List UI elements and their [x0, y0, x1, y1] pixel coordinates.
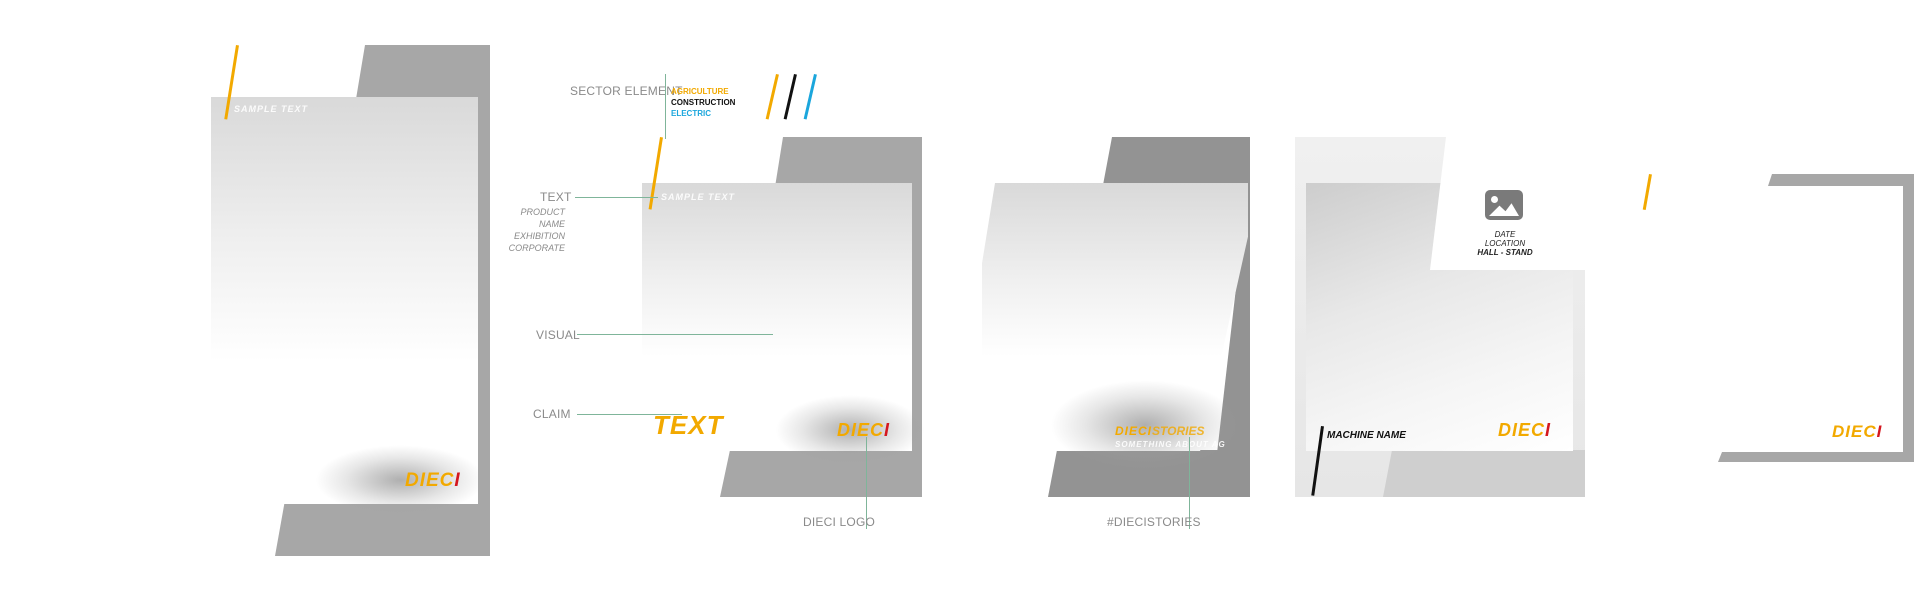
text-sub-exhibition: EXHIBITION: [513, 231, 565, 241]
stories-lockup: DIECISTORIES SOMETHING ABOUT AG: [1115, 422, 1226, 449]
logo-red-letter: I: [884, 420, 891, 440]
claim-label: CLAIM: [533, 407, 571, 421]
sector-construction: CONSTRUCTION: [671, 98, 736, 107]
panel-1-card: [211, 97, 478, 504]
date-text: DATE: [1494, 230, 1516, 239]
panel-5-top-bar: [1768, 174, 1914, 186]
hashtag-label: #DIECISTORIES: [1107, 515, 1201, 529]
panel-5-bottom-bar: [1718, 452, 1914, 462]
visual-label: VISUAL: [536, 328, 580, 342]
panel-1-logo-shadow: [315, 445, 485, 515]
image-icon: [1485, 190, 1523, 220]
logo-line: [866, 437, 867, 529]
guide-sample-text: SAMPLE TEXT: [661, 192, 736, 202]
panel-5-logo: DIECI: [1832, 422, 1883, 441]
panel-5-inner: [1730, 186, 1903, 452]
text-sub-corporate: CORPORATE: [508, 243, 565, 253]
panel-3-top-shape: [1103, 137, 1250, 185]
panel-1-top-shape: [355, 45, 490, 105]
stories-line2: SOMETHING ABOUT AG: [1115, 440, 1226, 449]
guide-right-band: [910, 137, 922, 497]
machine-name: MACHINE NAME: [1327, 430, 1406, 441]
panel-1-sample-text: SAMPLE TEXT: [234, 104, 309, 114]
sector-agriculture: AGRICULTURE: [671, 87, 729, 96]
panel-3-shadow: [1050, 380, 1240, 470]
panel-5-right-bar: [1903, 174, 1914, 462]
image-icon-sun: [1491, 196, 1498, 203]
event-info: DATE LOCATION HALL - STAND: [1455, 230, 1555, 257]
sector-element-label: SECTOR ELEMENT: [570, 84, 683, 98]
panel-5-sector-slash: [1642, 174, 1652, 210]
agriculture-slash: [765, 74, 779, 120]
guide-top-shape: [775, 137, 922, 187]
claim-text: TEXT: [653, 410, 724, 440]
text-sub-labels: PRODUCT NAME EXHIBITION CORPORATE: [500, 206, 565, 254]
stories-word: STORIES: [1152, 424, 1205, 438]
stories-brand: DIECI: [1115, 424, 1153, 438]
logo-red-letter: I: [454, 470, 461, 491]
logo-red-letter: I: [1545, 420, 1552, 440]
sector-element-line: [665, 74, 666, 139]
claim-line: [577, 414, 682, 415]
hashtag-line: [1189, 437, 1190, 529]
panel-1-logo: DIECI: [405, 470, 461, 491]
panel-4-bottom-shape: [1383, 450, 1585, 497]
panel-4-logo: DIECI: [1498, 420, 1552, 440]
sector-list: AGRICULTURE CONSTRUCTION ELECTRIC: [671, 86, 735, 119]
sector-electric: ELECTRIC: [671, 109, 711, 118]
text-line: [575, 197, 658, 198]
electric-slash: [803, 74, 817, 120]
location-text: LOCATION: [1484, 239, 1526, 248]
logo-red-letter: I: [1876, 422, 1883, 441]
guide-logo: DIECI: [837, 420, 891, 440]
text-sub-product-name: PRODUCT NAME: [520, 207, 566, 229]
visual-line: [577, 334, 773, 335]
text-label: TEXT: [540, 190, 572, 204]
guide-logo-shadow: [775, 395, 925, 465]
hall-stand-text: HALL - STAND: [1477, 248, 1533, 257]
construction-slash: [783, 74, 797, 120]
dieci-logo-label: DIECI LOGO: [803, 515, 876, 529]
panel-1-right-band: [476, 45, 490, 555]
